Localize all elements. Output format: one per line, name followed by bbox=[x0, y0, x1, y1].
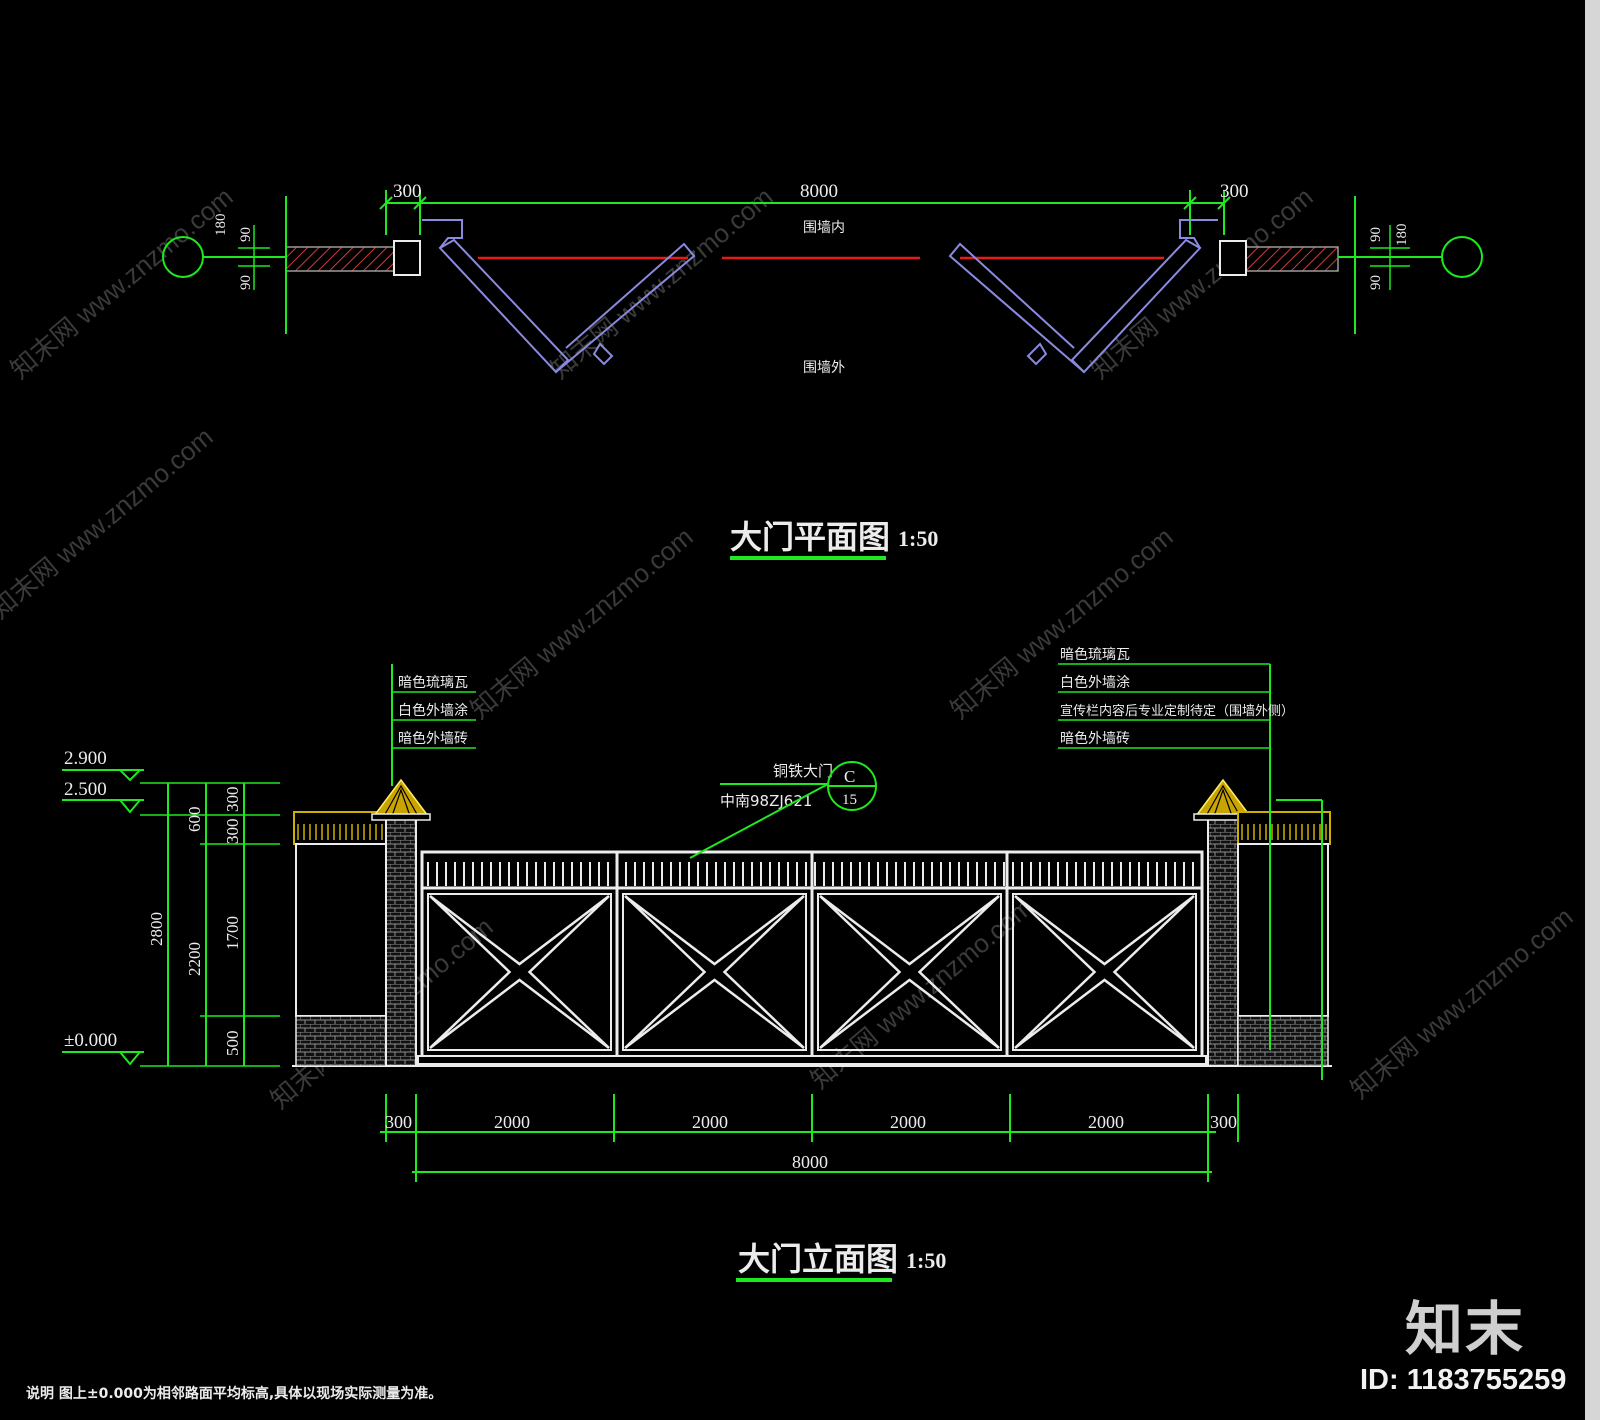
level-label: 2.500 bbox=[64, 779, 107, 800]
watermark-text-group: 知末网 www.znzmo.com 知末网 www.znzmo.com 知末网 … bbox=[0, 181, 1579, 1114]
vdim-cap: 300 bbox=[223, 819, 242, 845]
right-wall-base bbox=[1237, 1015, 1329, 1067]
plan-view: 300 8000 300 围墙内 围墙外 bbox=[162, 181, 1483, 560]
right-frame-border bbox=[1585, 0, 1600, 1420]
watermark-text: 知末网 www.znzmo.com bbox=[1345, 901, 1579, 1104]
gate-x-brace bbox=[429, 895, 610, 1049]
vdim-lower: 2200 bbox=[185, 942, 204, 976]
gate-note-symbol-bottom: 15 bbox=[842, 792, 857, 808]
watermark-text: 知末网 www.znzmo.com bbox=[465, 521, 699, 724]
gate-note-symbol-top: C bbox=[844, 767, 855, 786]
plan-label-outside: 围墙外 bbox=[803, 360, 845, 376]
watermark-text: 知末网 www.znzmo.com bbox=[5, 181, 239, 384]
gate-leaf bbox=[427, 893, 612, 1051]
left-note: 暗色外墙砖 bbox=[398, 730, 468, 747]
gate-leaf bbox=[622, 893, 807, 1051]
left-wall-body bbox=[295, 843, 387, 1017]
gate-note-ref: 中南98ZJ621 bbox=[720, 792, 812, 810]
gate-panels bbox=[427, 852, 1204, 1056]
hdim: 300 bbox=[385, 1112, 412, 1132]
right-pillar bbox=[1207, 815, 1239, 1067]
hdim: 300 bbox=[1210, 1112, 1237, 1132]
right-note: 宣传栏内容后专业定制待定（围墙外侧） bbox=[1060, 703, 1294, 719]
right-note: 暗色外墙砖 bbox=[1060, 730, 1130, 747]
left-note: 白色外墙涂 bbox=[398, 702, 468, 719]
level-label: 2.900 bbox=[64, 748, 107, 769]
gate-pickets bbox=[427, 862, 1194, 886]
vdim-total: 2800 bbox=[147, 912, 166, 946]
gate-x-brace bbox=[1014, 895, 1195, 1049]
plan-side-dim: 180 bbox=[1394, 224, 1410, 247]
gate-x-brace bbox=[624, 895, 805, 1049]
gate-leaf bbox=[1012, 893, 1197, 1051]
vdim-upper: 600 bbox=[185, 807, 204, 833]
elevation-scale: 1:50 bbox=[906, 1248, 946, 1273]
hdim: 2000 bbox=[692, 1112, 728, 1132]
elevation-annotations: 铜铁大门 中南98ZJ621 C 15 暗色琉璃瓦 白色外墙涂 暗色外墙砖 暗色… bbox=[26, 646, 1323, 1402]
gate-leaf bbox=[817, 893, 1002, 1051]
plan-gate-left bbox=[422, 219, 696, 374]
watermark-text: 知末网 www.znzmo.com bbox=[0, 421, 219, 624]
plan-label-inside: 围墙内 bbox=[803, 220, 845, 236]
watermark-text: 知末网 www.znzmo.com bbox=[1085, 181, 1319, 384]
hdim: 2000 bbox=[494, 1112, 530, 1132]
elevation-view bbox=[292, 778, 1332, 1067]
gate-x-brace bbox=[819, 895, 1000, 1049]
drawing-note: 说明 图上±0.000为相邻路面平均标高,具体以现场实际测量为准。 bbox=[26, 1385, 442, 1402]
plan-scale: 1:50 bbox=[898, 526, 938, 551]
vdim-cap: 300 bbox=[223, 787, 242, 813]
left-note: 暗色琉璃瓦 bbox=[398, 674, 468, 691]
right-note: 暗色琉璃瓦 bbox=[1060, 646, 1130, 663]
right-wall-body bbox=[1237, 843, 1329, 1017]
hdim: 2000 bbox=[890, 1112, 926, 1132]
hdim-total: 8000 bbox=[792, 1152, 828, 1172]
plan-dim-left: 300 bbox=[393, 181, 422, 202]
watermark-text: 知末网 www.znzmo.com bbox=[945, 521, 1179, 724]
plan-dim-center: 8000 bbox=[800, 181, 838, 202]
hdim: 2000 bbox=[1088, 1112, 1124, 1132]
left-wall-base bbox=[295, 1015, 387, 1067]
left-pillar bbox=[385, 815, 417, 1067]
watermark-id: ID: 1183755259 bbox=[1360, 1364, 1567, 1396]
plan-pillar-right bbox=[1219, 240, 1247, 276]
gate-note-title: 铜铁大门 bbox=[773, 762, 833, 780]
level-label: ±0.000 bbox=[64, 1030, 117, 1051]
plan-side-dim: 90 bbox=[238, 275, 254, 290]
plan-gate-right bbox=[948, 219, 1218, 374]
plan-title: 大门平面图 bbox=[730, 518, 890, 556]
plan-side-dim: 90 bbox=[1368, 275, 1384, 290]
plan-side-dim: 180 bbox=[213, 214, 229, 237]
elevation-title: 大门立面图 bbox=[738, 1240, 898, 1278]
vdim-mid: 1700 bbox=[223, 916, 242, 950]
plan-dim-right: 300 bbox=[1220, 181, 1249, 202]
plan-side-dim: 90 bbox=[1368, 227, 1384, 242]
vdim-base: 500 bbox=[223, 1031, 242, 1057]
plan-axis-right bbox=[1441, 236, 1483, 278]
plan-side-dim: 90 bbox=[238, 227, 254, 242]
plan-wall-left bbox=[285, 246, 395, 272]
plan-pillar-left bbox=[393, 240, 421, 276]
right-note: 白色外墙涂 bbox=[1060, 674, 1130, 691]
watermark-logo: 知末 bbox=[1405, 1295, 1526, 1363]
